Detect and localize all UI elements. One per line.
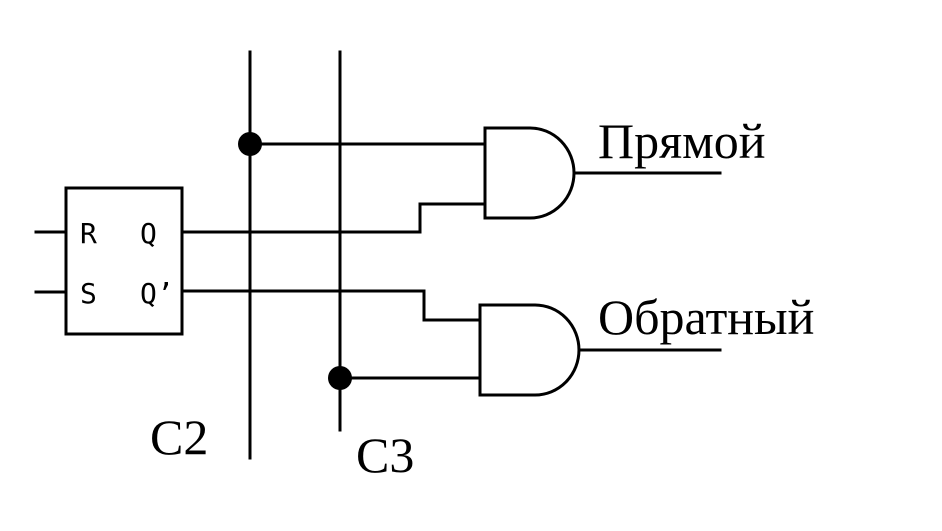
- output-label-inverse: Обратный: [598, 289, 814, 345]
- pin-label-q-bar: Q’: [140, 277, 174, 310]
- junction-dot-c2: [238, 132, 262, 156]
- clock-label-c3: C3: [356, 427, 414, 483]
- pin-label-r: R: [80, 217, 97, 250]
- and-gate-inverse: [478, 303, 581, 397]
- clock-label-c2: C2: [150, 409, 208, 465]
- pin-label-q: Q: [140, 217, 157, 250]
- q-output-wire: [180, 202, 487, 234]
- rs-flip-flop: [64, 186, 184, 336]
- pin-label-s: S: [80, 277, 97, 310]
- and-gate-direct: [483, 126, 576, 220]
- q-bar-output-wire: [180, 289, 482, 322]
- output-label-direct: Прямой: [598, 113, 766, 169]
- junction-dot-c3: [328, 366, 352, 390]
